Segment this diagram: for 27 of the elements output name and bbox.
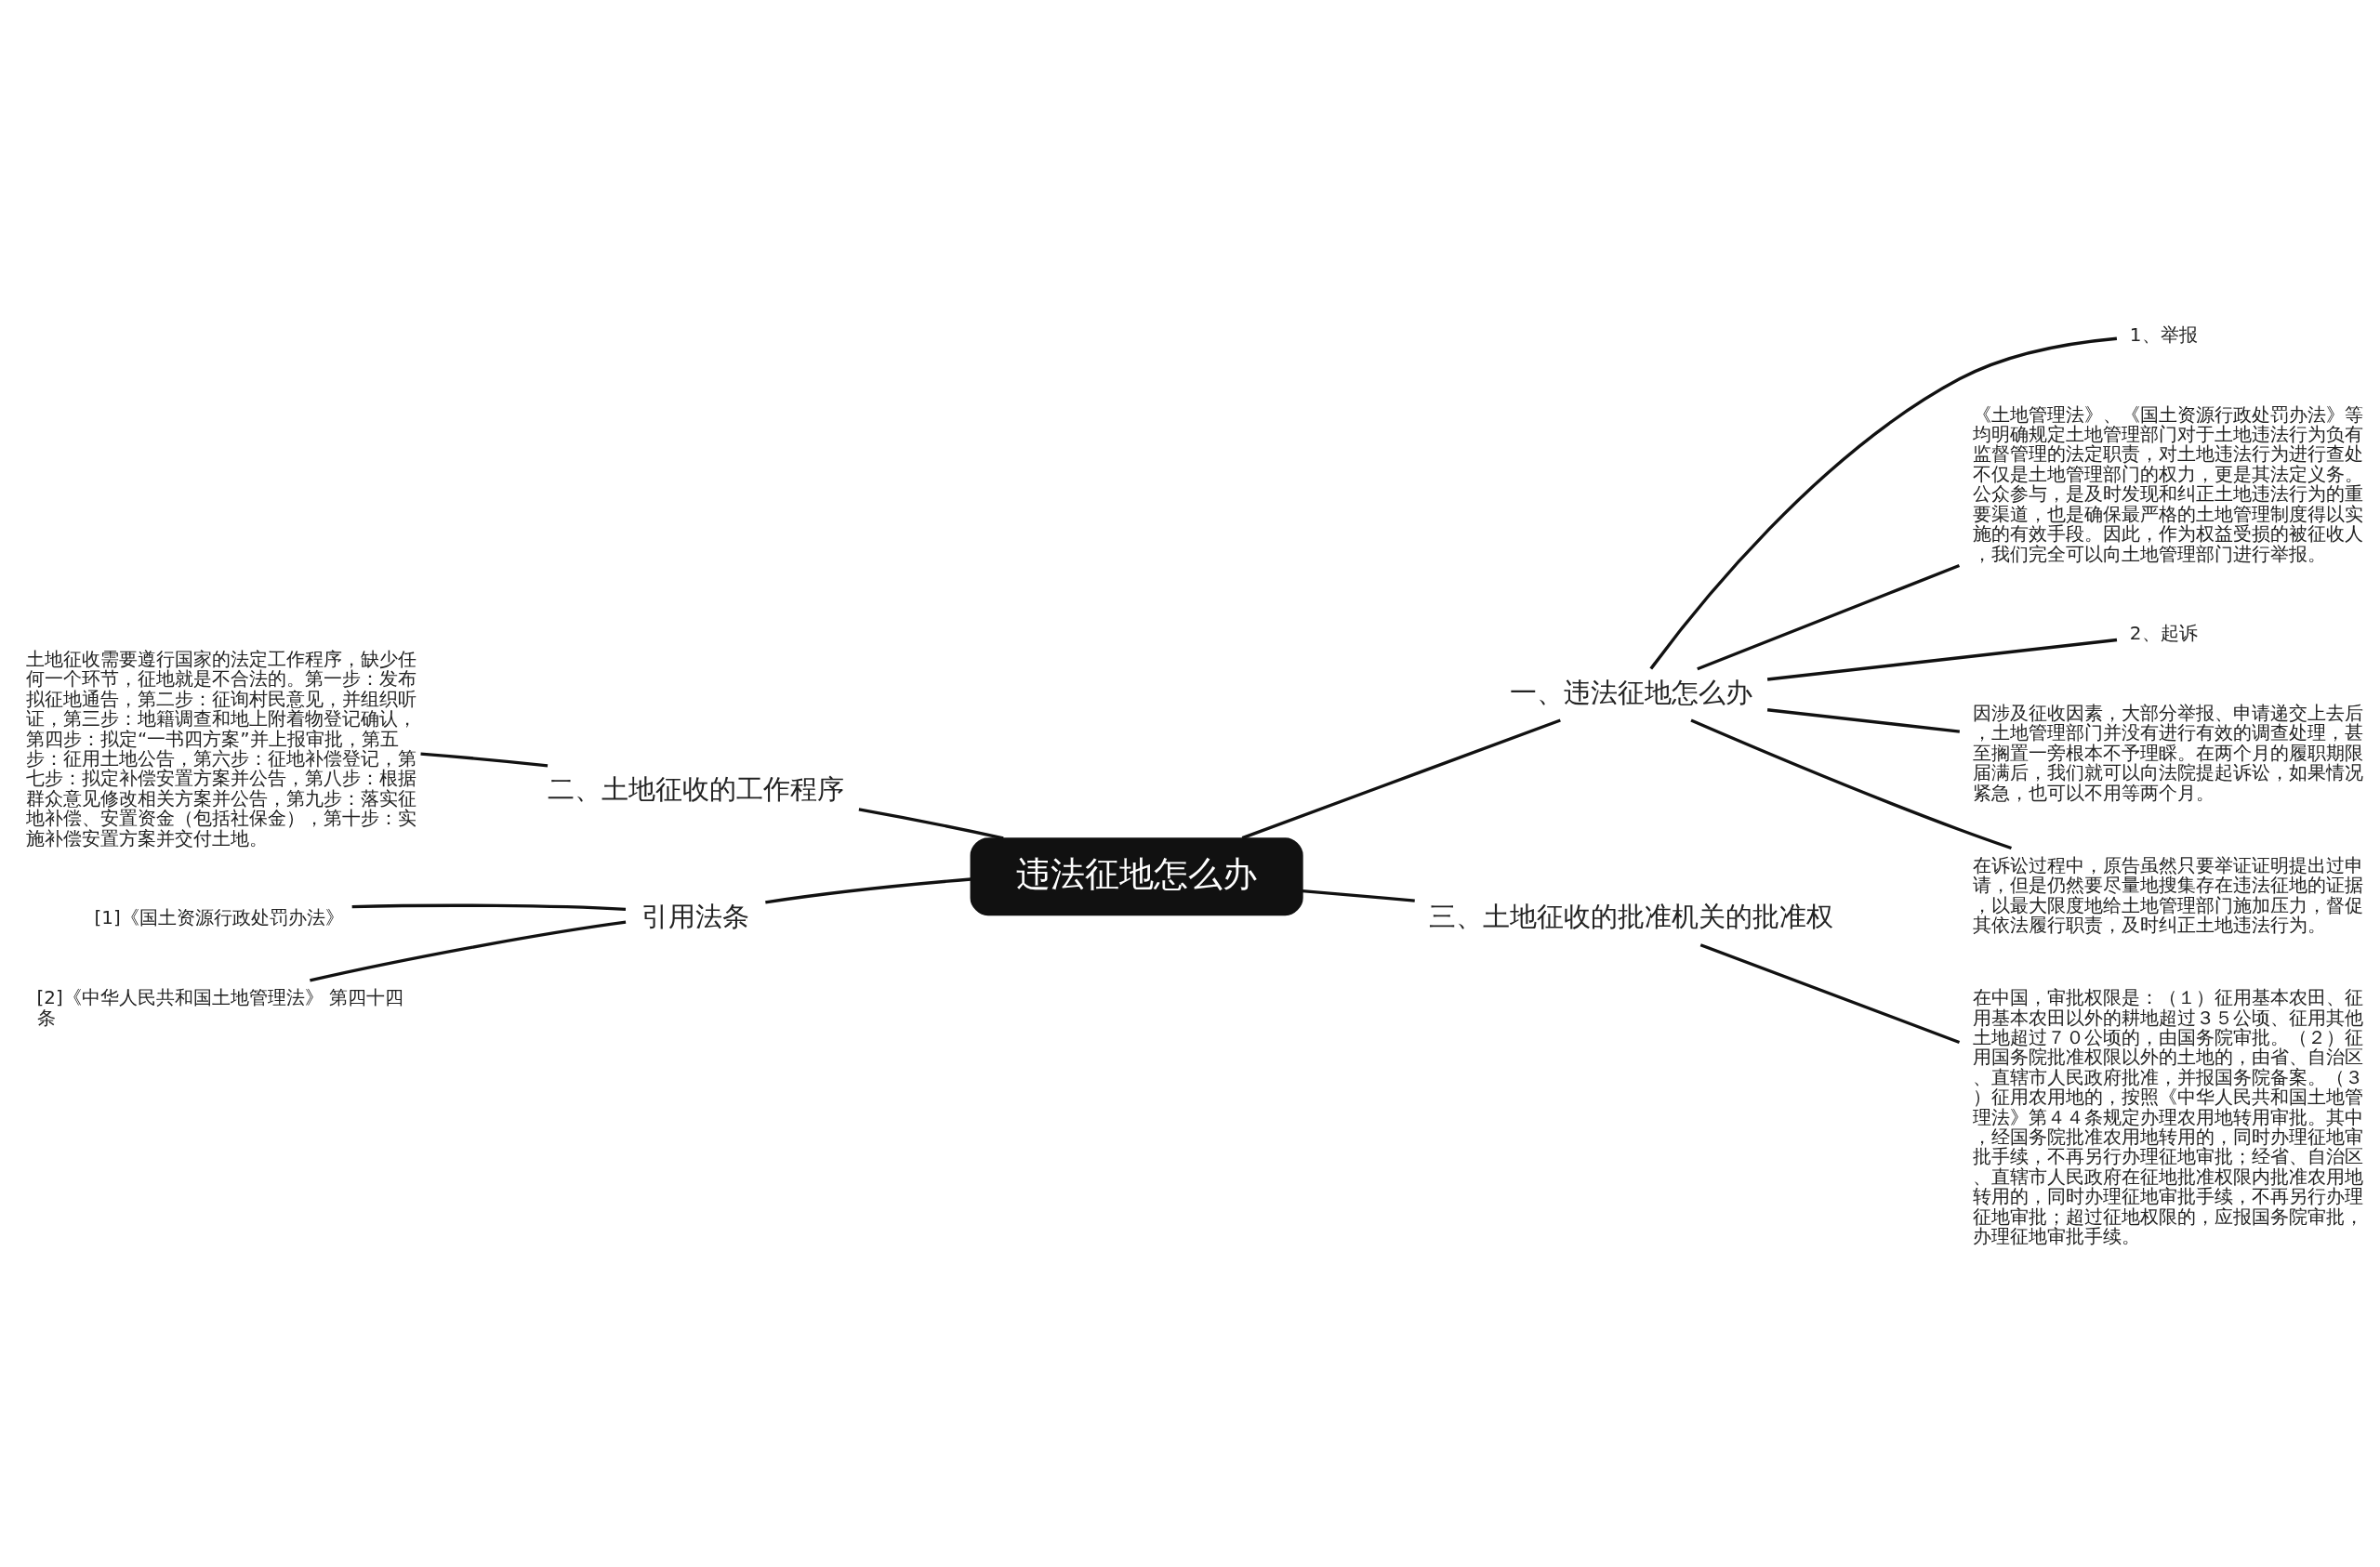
connector xyxy=(351,903,627,911)
node-text: 因涉及征收因素，大部分举报、申请递交上去后，土地管理部门并没有进行有效的调查处理，甚至搁置一旁根本不予理睬。在两个月的履职期限届满后，我们就可以向法院提起诉讼，如果情况紧急，也可以不用等两个月。 xyxy=(1972,702,2363,804)
node-text: 《土地管理法》、《国土资源行政处罚办法》等均明确规定土地管理部门对于土地违法行为负有监督管理的法定职责，对土地违法行为进行查处不仅是土地管理部门的权力，更是其法定义务。公众参与，是及时发现和纠正土地违法行为的重要渠道，也是确保最严格的土地管理制度得以实施的有效手段。因此，作为权益受损的被征收人，我们完全可以向土地管理部门进行举报。 xyxy=(1972,403,2363,565)
connector xyxy=(1766,638,2118,681)
connector xyxy=(1649,336,2118,670)
node-text: 在诉讼过程中，原告虽然只要举证证明提出过申请，但是仍然要尽量地搜集存在违法征地的证据，以最大限度地给土地管理部门施加压力，督促其依法履行职责，及时纠正土地违法行为。 xyxy=(1972,854,2363,937)
connector xyxy=(1697,563,1961,671)
node-text: 1、举报 xyxy=(2129,323,2198,346)
node-text: 一、违法征地怎么办 xyxy=(1509,676,1752,708)
connector xyxy=(1690,718,2012,850)
connector xyxy=(420,752,549,768)
connector xyxy=(1302,889,1415,902)
connector xyxy=(1699,943,1961,1045)
connector xyxy=(765,877,972,904)
connector xyxy=(1766,708,1961,733)
node-text: 二、土地征收的工作程序 xyxy=(547,772,844,805)
node-text: 2、起诉 xyxy=(2129,623,2198,645)
node-text: [1]《国土资源行政处罚办法》 xyxy=(94,907,344,929)
connector xyxy=(310,920,627,982)
connector xyxy=(858,808,1004,840)
node-text: 土地征收需要遵行国家的法定工作程序，缺少任何一个环节，征地就是不合法的。第一步：发布拟征地通告，第二步：征询村民意见，并组织听证，第三步：地籍调查和地上附着物登记确认，第四步：拟定“一书四方案”并上报审批，第五步：征用土地公告，第六步：征地补偿登记，第七步：拟定补偿安置方案并公告，第八步：根据群众意见修改相关方案并公告，第九步：落实征地补偿、安置资金（包括社保金），第十步：实施补偿安置方案并交付土地。 xyxy=(26,648,417,849)
node-text: 三、土地征收的批准机关的批准权 xyxy=(1428,901,1833,933)
node-box: 违法征地怎么办 xyxy=(970,837,1303,916)
node-text: 在中国，审批权限是：（１）征用基本农田、征用基本农田以外的耕地超过３５公顷、征用其他土地超过７０公顷的，由国务院审批。（２）征用国务院批准权限以外的土地的，由省、自治区、直辖市人民政府批准，并报国务院备案。（３）征用农用地的，按照《中华人民共和国土地管理法》第４４条规定办理农用地转用审批。其中，经国务院批准农用地转用的，同时办理征地审批手续，不再另行办理征地审批；经省、自治区、直辖市人民政府在征地批准权限内批准农用地转用的，同时办理征地审批手续，不再另行办理征地审批；超过征地权限的，应报国务院审批，办理征地审批手续。 xyxy=(1972,987,2363,1248)
connector xyxy=(1241,718,1561,840)
node-text: [2]《中华人民共和国土地管理法》 第四十四条 xyxy=(36,987,404,1029)
node-text: 引用法条 xyxy=(641,901,750,933)
